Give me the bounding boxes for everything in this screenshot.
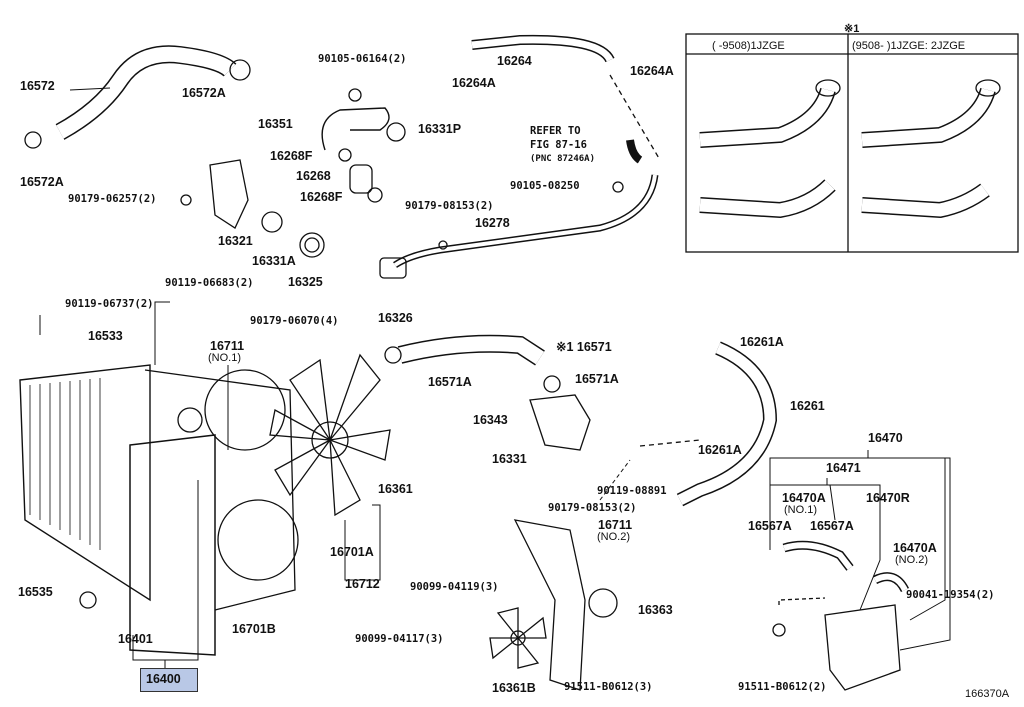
part-label[interactable]: 16701A <box>330 545 374 559</box>
inset-mark: ※1 <box>844 23 860 35</box>
part-label[interactable]: 16261A <box>698 443 742 457</box>
part-label[interactable]: 16572A <box>182 86 226 100</box>
part-label[interactable]: 16567A <box>748 519 792 533</box>
part-label[interactable]: 16361B <box>492 681 536 695</box>
part-label[interactable]: 16571A <box>428 375 472 389</box>
part-label[interactable]: 16401 <box>118 632 153 646</box>
part-label[interactable]: 16326 <box>378 311 413 325</box>
part-label[interactable]: 90119-06683(2) <box>165 277 254 289</box>
part-label[interactable]: 16470A <box>893 541 937 555</box>
part-label[interactable]: 16470 <box>868 431 903 445</box>
part-label[interactable]: 16712 <box>345 577 380 591</box>
part-label-highlighted[interactable]: 16400 <box>146 672 181 686</box>
part-label[interactable]: 90179-06257(2) <box>68 193 157 205</box>
diagram-id: 166370A <box>965 688 1010 700</box>
highlighted-part-box <box>140 668 198 692</box>
part-sublabel: (NO.1) <box>784 504 817 516</box>
reference-note: FIG 87-16 <box>530 139 587 151</box>
part-label[interactable]: 90041-19354(2) <box>906 589 995 601</box>
part-label[interactable]: 90179-06070(4) <box>250 315 339 327</box>
part-label[interactable]: 91511-B0612(3) <box>564 681 653 693</box>
part-label[interactable]: 90099-04119(3) <box>410 581 499 593</box>
part-label[interactable]: ※1 16571 <box>556 340 612 354</box>
reference-note: REFER TO <box>530 125 581 137</box>
part-label[interactable]: 16331 <box>492 452 527 466</box>
part-label[interactable]: 90179-08153(2) <box>548 502 637 514</box>
part-label[interactable]: 16571A <box>575 372 619 386</box>
part-label[interactable]: 16470R <box>866 491 910 505</box>
part-label[interactable]: 90099-04117(3) <box>355 633 444 645</box>
part-label[interactable]: 16361 <box>378 482 413 496</box>
part-label[interactable]: 90119-06737(2) <box>65 298 154 310</box>
part-label[interactable]: 16325 <box>288 275 323 289</box>
part-label[interactable]: 16264 <box>497 54 532 68</box>
part-sublabel: (NO.2) <box>895 554 928 566</box>
part-label[interactable]: 16572A <box>20 175 64 189</box>
part-sublabel: (NO.1) <box>208 352 241 364</box>
part-label[interactable]: 16470A <box>782 491 826 505</box>
part-label[interactable]: 16268 <box>296 169 331 183</box>
part-label[interactable]: 16264A <box>630 64 674 78</box>
inset-column-header-1: ( -9508)1JZGE <box>712 40 785 52</box>
part-label[interactable]: 90179-08153(2) <box>405 200 494 212</box>
part-label[interactable]: 16264A <box>452 76 496 90</box>
part-label[interactable]: 91511-B0612(2) <box>738 681 827 693</box>
part-label[interactable]: 16363 <box>638 603 673 617</box>
part-label[interactable]: 16268F <box>270 149 313 163</box>
part-label[interactable]: 16711 <box>210 339 245 353</box>
part-label[interactable]: 16261 <box>790 399 825 413</box>
inset-column-header-2: (9508- )1JZGE: 2JZGE <box>852 40 966 52</box>
part-label[interactable]: 16331P <box>418 122 462 136</box>
part-label[interactable]: 16351 <box>258 117 293 131</box>
part-label[interactable]: 16321 <box>218 234 253 248</box>
part-label[interactable]: 16343 <box>473 413 508 427</box>
part-label[interactable]: 90105-06164(2) <box>318 53 407 65</box>
reference-note: (PNC 87246A) <box>530 154 596 164</box>
part-label[interactable]: 16572 <box>20 79 55 93</box>
part-label[interactable]: 90105-08250 <box>510 180 580 192</box>
part-label[interactable]: 16261A <box>740 335 784 349</box>
part-label[interactable]: 16268F <box>300 190 343 204</box>
part-label[interactable]: 90119-08891 <box>597 485 667 497</box>
inset-frame <box>685 33 1019 253</box>
part-label[interactable]: 16533 <box>88 329 123 343</box>
part-label[interactable]: 16701B <box>232 622 276 636</box>
part-label[interactable]: 16535 <box>18 585 53 599</box>
part-label[interactable]: 16567A <box>810 519 854 533</box>
part-sublabel: (NO.2) <box>597 531 630 543</box>
part-label[interactable]: 16331A <box>252 254 296 268</box>
part-label[interactable]: 16278 <box>475 216 510 230</box>
part-label[interactable]: 16711 <box>598 518 633 532</box>
part-label[interactable]: 16471 <box>826 461 861 475</box>
